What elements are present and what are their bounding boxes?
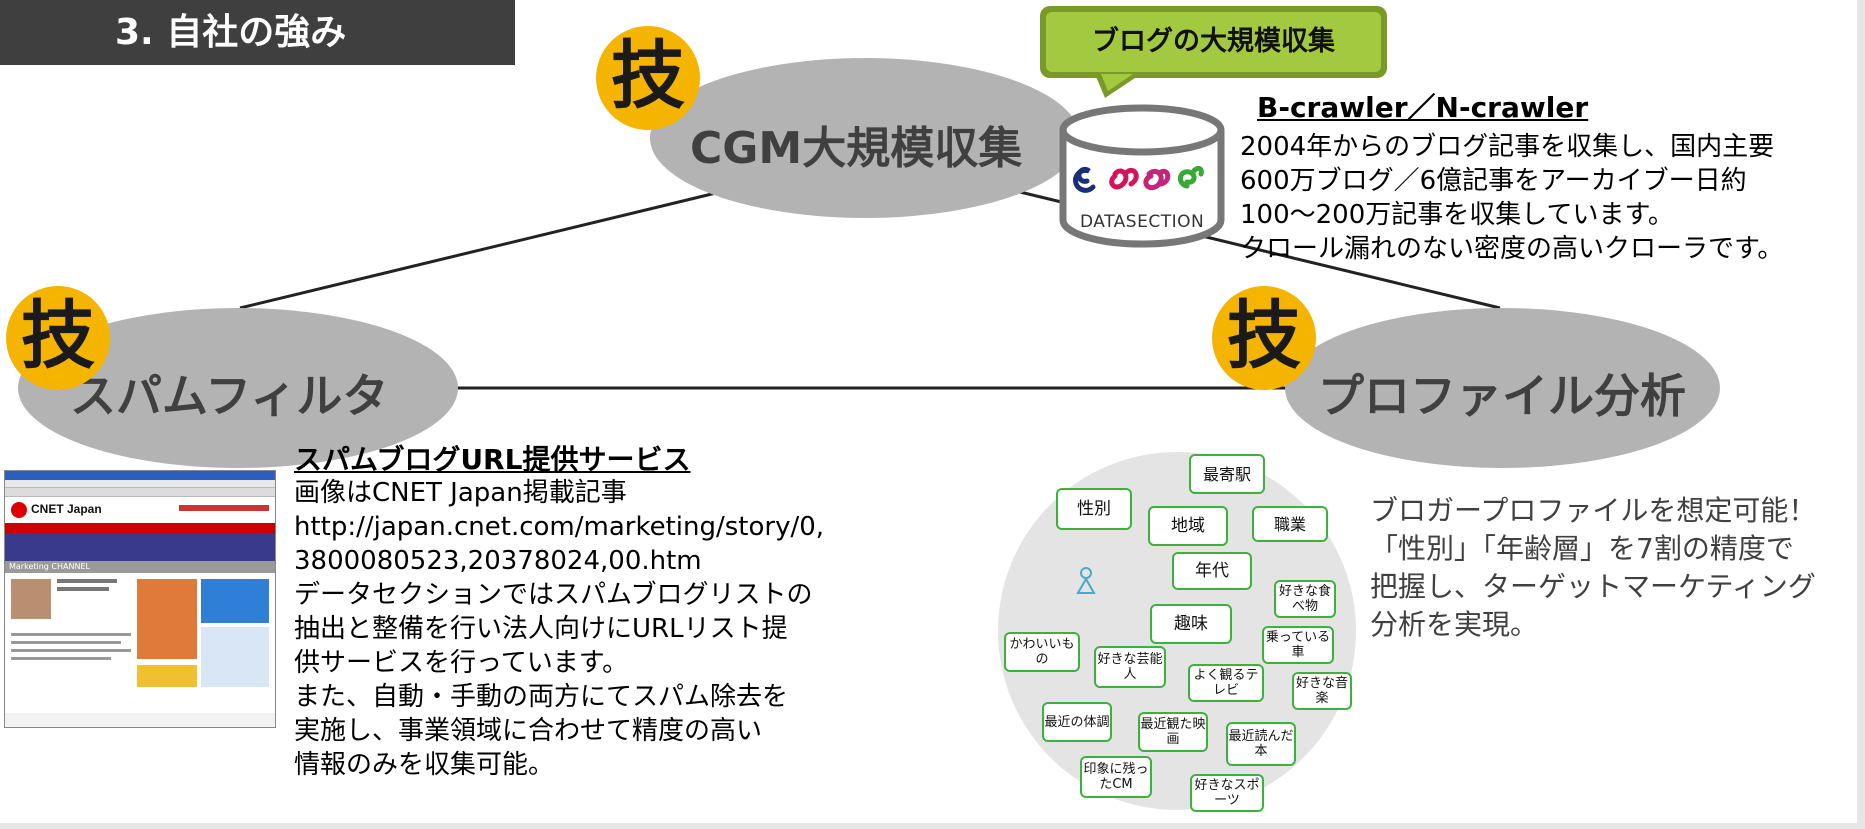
datasection-database-icon xyxy=(1059,104,1225,248)
spam-line: 情報のみを収集可能。 xyxy=(294,750,555,780)
datasection-logo-text: DATASECTION xyxy=(1080,212,1205,232)
profile-line: ブロガープロファイルを想定可能！ xyxy=(1370,494,1817,527)
profile-line: 分析を実現。 xyxy=(1370,608,1539,641)
waza-badge-profile: 技 xyxy=(1212,286,1316,390)
spam-line: 実施し、事業領域に合わせて精度の高い xyxy=(294,716,763,746)
crawler-line: 100～200万記事を収集しています。 xyxy=(1240,200,1674,230)
bubble-nearest-station: 最寄駅 xyxy=(1189,454,1265,494)
blog-collection-callout: ブログの大規模収集 xyxy=(1040,6,1387,78)
callout-tail xyxy=(1095,74,1141,98)
slide-edge-bottom xyxy=(0,823,1865,829)
bubble-gender: 性別 xyxy=(1056,488,1132,530)
bubble-recent-book: 最近読んだ本 xyxy=(1226,722,1296,766)
bubble-region: 地域 xyxy=(1148,506,1228,546)
page-title: 3. 自社の強み xyxy=(0,0,515,65)
bubble-car: 乗っている車 xyxy=(1262,626,1334,664)
bubble-occupation: 職業 xyxy=(1252,506,1328,542)
profile-description: ブロガープロファイルを想定可能！ 「性別」「年齢層」を7割の精度で 把握し、ター… xyxy=(1370,492,1850,644)
bubble-hobby: 趣味 xyxy=(1150,604,1232,644)
waza-badge-spam: 技 xyxy=(6,286,110,390)
slide-edge-right xyxy=(1857,0,1865,829)
crawler-line: 600万ブログ／6億記事をアーカイブー日約 xyxy=(1240,166,1747,196)
bubble-favorite-celebrity: 好きな芸能人 xyxy=(1094,646,1166,688)
cnet-site-name: CNET Japan xyxy=(31,502,102,516)
spam-line: 供サービスを行っています。 xyxy=(294,648,629,678)
bubble-recent-movie: 最近観た映画 xyxy=(1138,712,1208,752)
profile-line: 把握し、ターゲットマーケティング xyxy=(1370,570,1816,603)
profile-label: プロファイル分析 xyxy=(1318,369,1686,423)
crawler-line: クロール漏れのない密度の高いクローラです。 xyxy=(1240,234,1784,264)
spam-line: 抽出と整備を行い法人向けにURLリスト提 xyxy=(294,614,788,644)
crawler-description: 2004年からのブログ記事を収集し、国内主要 600万ブログ／6億記事をアーカイ… xyxy=(1240,130,1840,266)
callout-label: ブログの大規模収集 xyxy=(1046,12,1381,72)
profile-ellipse xyxy=(1285,308,1720,468)
bubble-memorable-cm: 印象に残ったCM xyxy=(1080,756,1152,798)
bubble-age: 年代 xyxy=(1172,552,1252,590)
spam-line: 画像はCNET Japan掲載記事 xyxy=(294,478,627,508)
bubble-favorite-food: 好きな食べ物 xyxy=(1274,580,1336,618)
bubble-favorite-music: 好きな音楽 xyxy=(1292,672,1352,710)
crawler-line: 2004年からのブログ記事を収集し、国内主要 xyxy=(1240,132,1775,162)
spam-label: スパムフィルタ xyxy=(70,369,389,423)
cgm-label: CGM大規模収集 xyxy=(690,123,1023,174)
spam-service-heading: スパムブログURL提供サービス xyxy=(294,443,691,476)
cnet-channel-label: Marketing CHANNEL xyxy=(5,561,275,573)
waza-badge-cgm: 技 xyxy=(596,26,700,130)
spam-service-description: 画像はCNET Japan掲載記事 http://japan.cnet.com/… xyxy=(294,476,894,782)
bubble-cute-things: かわいいもの xyxy=(1004,632,1080,672)
spam-line: データセクションではスパムブログリストの xyxy=(294,580,813,610)
profile-line: 「性別」「年齢層」を7割の精度で xyxy=(1370,532,1794,565)
spam-line: また、自動・手動の両方にてスパム除去を xyxy=(294,682,789,712)
cnet-article-screenshot: CNET Japan Marketing CHANNEL xyxy=(4,470,276,728)
spam-line: http://japan.cnet.com/marketing/story/0, xyxy=(294,512,825,542)
bubble-favorite-sport: 好きなスポーツ xyxy=(1190,774,1264,812)
spam-line: 3800080523,20378024,00.htm xyxy=(294,546,702,576)
bubble-tv-shows: よく観るテレビ xyxy=(1188,664,1264,702)
crawler-heading: B-crawler／N-crawler xyxy=(1257,91,1589,124)
person-icon xyxy=(1076,567,1096,594)
cgm-ellipse xyxy=(650,58,1080,218)
bubble-recent-health: 最近の体調 xyxy=(1042,702,1112,742)
